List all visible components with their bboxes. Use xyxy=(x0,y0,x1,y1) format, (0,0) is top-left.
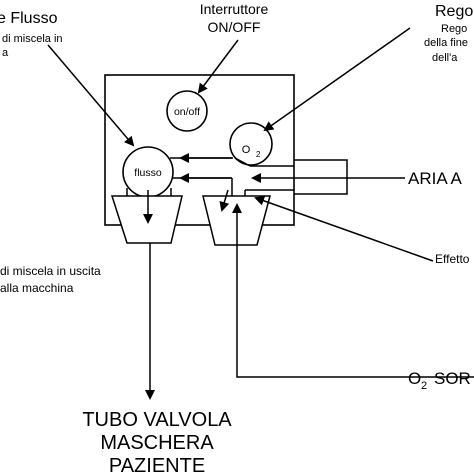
tube-label-2: MASCHERA xyxy=(100,432,214,454)
flow-subtitle-2: a xyxy=(2,47,9,59)
effect-label: Effetto xyxy=(435,252,470,266)
output-label-1: di miscela in uscita xyxy=(0,264,101,278)
switch-title-1: Interruttore xyxy=(200,1,269,17)
onoff-switch-label: on/off xyxy=(174,106,200,118)
tube-label-3: PAZIENTE xyxy=(109,455,205,474)
flow-subtitle-1: di miscela in xyxy=(2,33,63,45)
o2-knob-subscript: 2 xyxy=(256,150,261,159)
switch-title-2: ON/OFF xyxy=(208,19,261,35)
regulator-title: Rego xyxy=(435,3,473,20)
o2-source-label: O xyxy=(408,369,421,388)
air-inlet-tube xyxy=(294,159,348,195)
onoff-switch[interactable] xyxy=(166,90,208,132)
tube-label-1: TUBO VALVOLA xyxy=(82,409,232,431)
flow-arrows xyxy=(47,27,474,400)
flow-title: e Flusso xyxy=(0,10,58,27)
o2-source-subscript: 2 xyxy=(421,380,427,392)
o2-knob[interactable] xyxy=(229,122,273,166)
air-label: ARIA A xyxy=(408,169,463,188)
o2-knob-label: O xyxy=(242,144,251,156)
regulator-sub-3: dell'a xyxy=(432,52,458,64)
flusso-knob-label: flusso xyxy=(134,167,162,179)
device-box xyxy=(104,74,295,226)
output-label-2: alla macchina xyxy=(0,281,74,295)
output-cone xyxy=(110,195,183,244)
o2-source-rest: SOR xyxy=(434,369,471,388)
regulator-sub-1: Rego xyxy=(441,23,467,35)
regulator-sub-2: della fine xyxy=(424,37,468,49)
